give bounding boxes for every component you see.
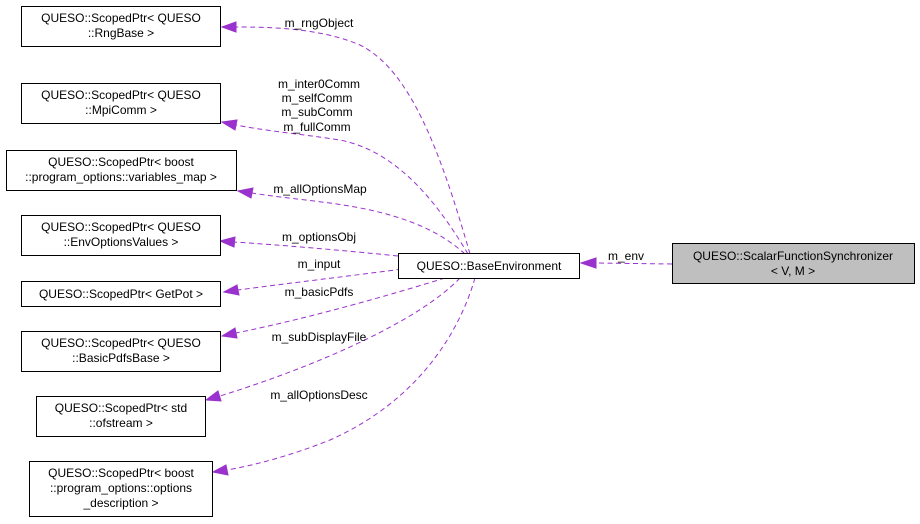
node-base-environment[interactable]: QUESO::BaseEnvironment (398, 253, 580, 279)
node-scopedptr-envoptionsvalues[interactable]: QUESO::ScopedPtr< QUESO ::EnvOptionsValu… (21, 215, 221, 256)
edge-label-m-subdisplayfile: m_subDisplayFile (272, 330, 367, 344)
edge-label-m-input: m_input (298, 257, 341, 271)
svg-text:QUESO::ScalarFunctionSynchroni: QUESO::ScalarFunctionSynchronizer (693, 249, 893, 263)
node-scopedptr-rngbase[interactable]: QUESO::ScopedPtr< QUESO ::RngBase > (21, 6, 221, 47)
edge-label-m-env: m_env (608, 249, 644, 263)
svg-text:::ofstream >: ::ofstream > (89, 416, 153, 430)
svg-text:QUESO::ScopedPtr< boost: QUESO::ScopedPtr< boost (48, 466, 194, 480)
edge-m-rngobject (220, 21, 471, 255)
node-scopedptr-getpot[interactable]: QUESO::ScopedPtr< GetPot > (21, 281, 221, 307)
edge-m-optionsobj (218, 236, 399, 257)
edge-label-m-optionsobj: m_optionsObj (282, 230, 356, 244)
edge-m-subdisplayfile (204, 277, 461, 402)
edge-m-input (222, 267, 411, 296)
edge-m-alloptionsdesc (211, 277, 476, 476)
svg-text:QUESO::ScopedPtr< GetPot >: QUESO::ScopedPtr< GetPot > (39, 287, 203, 301)
node-scopedptr-basicpdfsbase[interactable]: QUESO::ScopedPtr< QUESO ::BasicPdfsBase … (21, 331, 221, 372)
edge-label-m-inter0comm: m_inter0Comm (278, 77, 360, 91)
edge-label-m-basicpdfs: m_basicPdfs (285, 285, 354, 299)
svg-text:< V, M >: < V, M > (771, 264, 815, 278)
svg-text:QUESO::ScopedPtr< QUESO: QUESO::ScopedPtr< QUESO (41, 220, 201, 234)
svg-text:::EnvOptionsValues >: ::EnvOptionsValues > (64, 235, 179, 249)
node-scalar-function-synchronizer[interactable]: QUESO::ScalarFunctionSynchronizer < V, M… (672, 243, 915, 284)
svg-text:::RngBase >: ::RngBase > (88, 26, 154, 40)
node-scopedptr-ofstream[interactable]: QUESO::ScopedPtr< std ::ofstream > (36, 396, 206, 437)
edge-m-env (579, 257, 673, 269)
svg-text:QUESO::ScopedPtr< boost: QUESO::ScopedPtr< boost (48, 155, 194, 169)
svg-text:::program_options::variables_m: ::program_options::variables_map > (25, 170, 217, 184)
edge-mpicomm (220, 119, 469, 255)
svg-text:::BasicPdfsBase >: ::BasicPdfsBase > (72, 351, 170, 365)
svg-text:::program_options::options: ::program_options::options (50, 481, 192, 495)
svg-text:_description >: _description > (82, 496, 158, 510)
edge-m-basicpdfs (220, 277, 446, 339)
edge-label-m-subcomm: m_subComm (281, 105, 352, 119)
svg-text:QUESO::ScopedPtr< QUESO: QUESO::ScopedPtr< QUESO (41, 11, 201, 25)
node-scopedptr-options-description[interactable]: QUESO::ScopedPtr< boost ::program_option… (29, 461, 213, 517)
svg-text:QUESO::BaseEnvironment: QUESO::BaseEnvironment (417, 259, 562, 273)
edge-label-m-alloptionsmap: m_allOptionsMap (273, 182, 367, 196)
edge-label-m-fullcomm: m_fullComm (283, 120, 350, 134)
edge-label-m-rngobject: m_rngObject (285, 16, 354, 30)
edge-label-m-selfcomm: m_selfComm (282, 91, 353, 105)
svg-text:QUESO::ScopedPtr< std: QUESO::ScopedPtr< std (55, 401, 187, 415)
svg-text:QUESO::ScopedPtr< QUESO: QUESO::ScopedPtr< QUESO (41, 336, 201, 350)
edge-m-alloptionsmap (236, 187, 466, 255)
svg-text:::MpiComm >: ::MpiComm > (85, 103, 157, 117)
node-scopedptr-variables-map[interactable]: QUESO::ScopedPtr< boost ::program_option… (6, 150, 237, 191)
node-scopedptr-mpicomm[interactable]: QUESO::ScopedPtr< QUESO ::MpiComm > (21, 83, 221, 124)
edge-label-m-alloptionsdesc: m_allOptionsDesc (270, 388, 367, 402)
svg-text:QUESO::ScopedPtr< QUESO: QUESO::ScopedPtr< QUESO (41, 88, 201, 102)
